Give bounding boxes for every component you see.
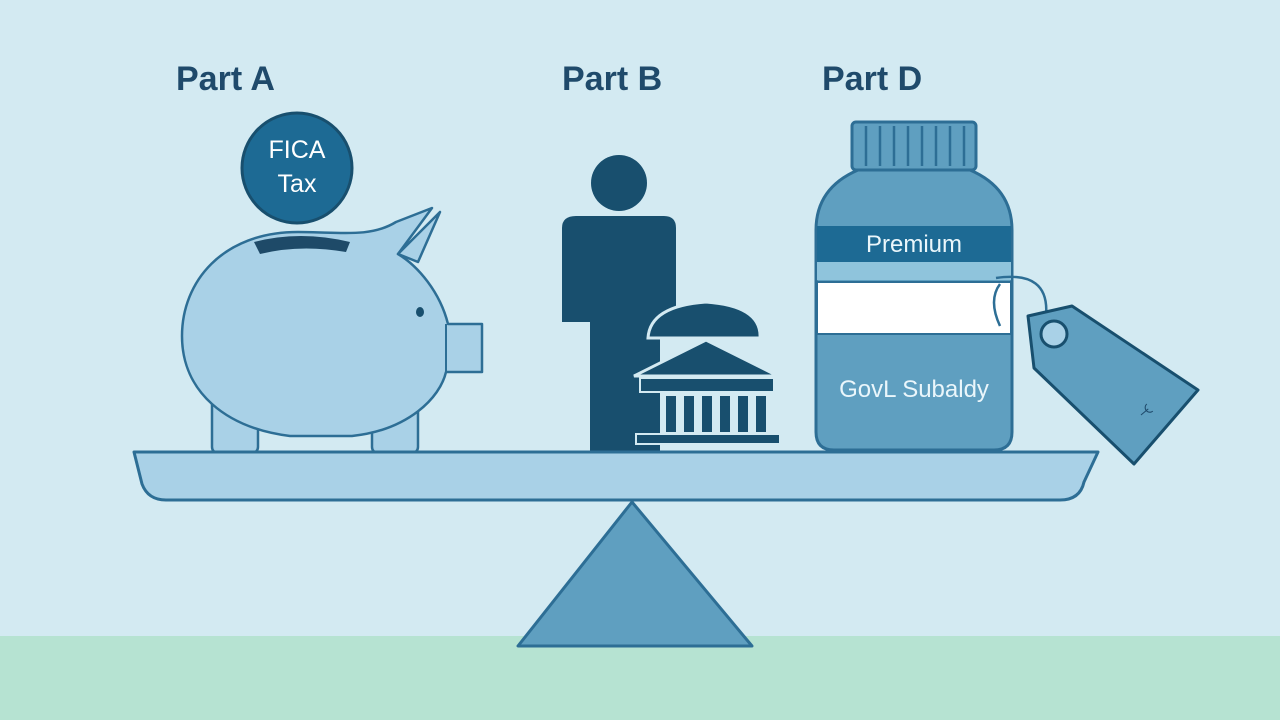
government-building-icon — [633, 300, 781, 445]
ground-strip — [0, 636, 1280, 720]
bottle-premium-label: Premium — [866, 231, 962, 258]
piggy-bank-icon — [180, 206, 484, 455]
scale-fulcrum — [516, 500, 754, 648]
coin-label-line2: Tax — [278, 170, 317, 198]
heading-part-d: Part D — [822, 60, 922, 98]
pill-bottle-icon: Premium GovL Subaldy — [814, 120, 1014, 452]
balance-scale-icon — [132, 450, 1100, 502]
person-icon — [562, 155, 676, 452]
price-tag-icon: 🝑 — [992, 275, 1200, 466]
bottle-subsidy-label: GovL Subaldy — [839, 376, 989, 403]
coin-label-line1: FICA — [269, 136, 326, 164]
coin-icon: FICA Tax — [240, 111, 354, 225]
heading-part-a: Part A — [176, 60, 275, 98]
scale-beam — [132, 450, 1100, 502]
heading-part-b: Part B — [562, 60, 662, 98]
